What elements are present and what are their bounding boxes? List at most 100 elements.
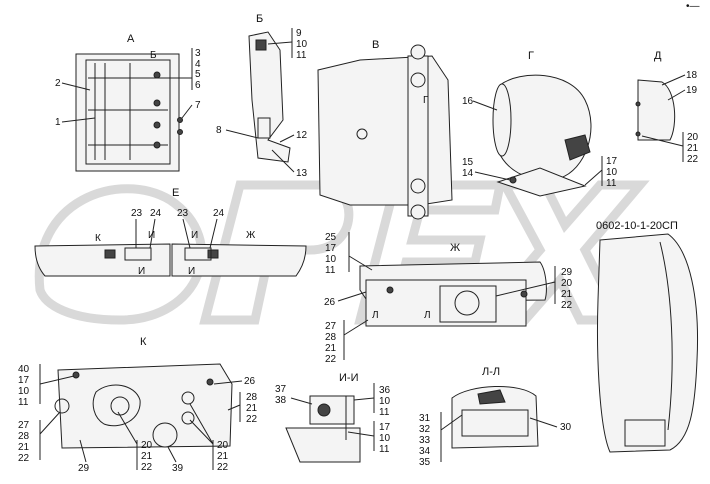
callout-17: 17	[325, 243, 337, 254]
leader	[472, 100, 498, 111]
bolt	[153, 71, 161, 79]
callout-20: 20	[687, 132, 699, 143]
bolt	[153, 99, 161, 107]
bolt	[635, 101, 641, 107]
leader	[149, 218, 156, 249]
bolt	[386, 286, 394, 294]
lamp-bar-right	[171, 243, 307, 277]
leader	[290, 397, 313, 405]
leader	[181, 104, 193, 119]
section-mark-b: Б	[150, 50, 157, 61]
view-label-ll: Л-Л	[482, 366, 500, 378]
view-label-e: Е	[172, 187, 179, 199]
lamp-bulb	[410, 178, 426, 194]
clamp	[184, 247, 212, 261]
callout-24a: 24	[150, 208, 162, 219]
leader	[61, 82, 91, 91]
connector	[564, 134, 591, 161]
callout-8: 8	[216, 125, 222, 136]
callout-21: 21	[561, 289, 573, 300]
leader	[667, 89, 686, 101]
callout-27: 27	[325, 321, 337, 332]
side-cable	[659, 241, 673, 431]
callout-38: 38	[275, 395, 287, 406]
callout-17: 17	[379, 422, 391, 433]
mount-hole	[54, 398, 70, 414]
view-label-k: К	[140, 336, 147, 348]
view-v: В Г	[317, 39, 453, 220]
leader	[182, 218, 191, 249]
socket-section	[477, 389, 506, 405]
section-mark-i: И	[188, 266, 195, 277]
section-mark-i: И	[191, 230, 198, 241]
leader	[474, 171, 511, 181]
view-label-zh: Ж	[450, 242, 460, 254]
callout-11: 11	[325, 265, 336, 276]
leader	[440, 414, 463, 431]
callout-21: 21	[217, 451, 229, 462]
leader	[189, 403, 214, 445]
callout-32: 32	[419, 424, 431, 435]
callout-22: 22	[141, 462, 153, 473]
view-label-ii: И-И	[339, 372, 358, 384]
lamp-bulb	[110, 396, 130, 416]
callout-10: 10	[379, 433, 391, 444]
box-body	[75, 53, 180, 172]
leader	[225, 129, 259, 139]
bolt	[635, 131, 641, 137]
view-label-g: Г	[528, 50, 534, 62]
callout-10: 10	[325, 254, 337, 265]
callout-36: 36	[379, 385, 391, 396]
callout-3: 3	[195, 48, 201, 59]
leader	[167, 446, 177, 463]
nut	[255, 39, 267, 51]
view-g: Г 16 15 14 17 10 11	[462, 50, 618, 197]
leader	[189, 419, 214, 445]
leader	[279, 134, 295, 143]
callout-11: 11	[379, 444, 390, 455]
mount-hole	[356, 128, 368, 140]
section-mark-i: И	[148, 230, 155, 241]
view-label-d: Д	[654, 50, 662, 62]
leader	[227, 404, 241, 411]
callout-11: 11	[606, 178, 617, 189]
clamp-block	[309, 395, 355, 425]
callout-17: 17	[606, 156, 618, 167]
callout-28: 28	[246, 392, 258, 403]
bolt	[72, 371, 80, 379]
section-mark-k: К	[95, 233, 101, 244]
callout-9: 9	[296, 28, 302, 39]
callout-29: 29	[561, 267, 573, 278]
callout-23b: 23	[177, 208, 189, 219]
view-label-a: А	[127, 33, 135, 45]
callout-17: 17	[18, 375, 30, 386]
headlamp-lens	[492, 83, 512, 157]
callout-34: 34	[419, 446, 431, 457]
side-lamp	[637, 79, 676, 141]
callout-21: 21	[18, 442, 30, 453]
base-plate	[285, 427, 361, 463]
leader	[641, 135, 684, 147]
bolt	[177, 129, 183, 135]
callout-11: 11	[296, 50, 307, 61]
view-k: К 40 17 10 11 27 28 21 22 26 28 21 22 29…	[18, 336, 258, 474]
callout-11: 11	[18, 397, 29, 408]
view-a: А Б 3 4 5 6 7 2 1	[55, 33, 201, 172]
clamp-block	[257, 117, 271, 139]
callout-40: 40	[18, 364, 30, 375]
section-mark-g: Г	[423, 95, 429, 106]
callout-20: 20	[217, 440, 229, 451]
callout-6: 6	[195, 80, 201, 91]
callout-18: 18	[686, 70, 698, 81]
callout-19: 19	[686, 85, 698, 96]
section-mark-i: И	[138, 266, 145, 277]
callout-26: 26	[244, 376, 256, 387]
bolt	[153, 141, 161, 149]
callout-22: 22	[561, 300, 573, 311]
callout-7: 7	[195, 100, 201, 111]
callout-28: 28	[18, 431, 30, 442]
view-ii: И-И 37 38 36 10 11 17 10 11	[275, 372, 391, 463]
bracket-clamp	[248, 31, 291, 163]
